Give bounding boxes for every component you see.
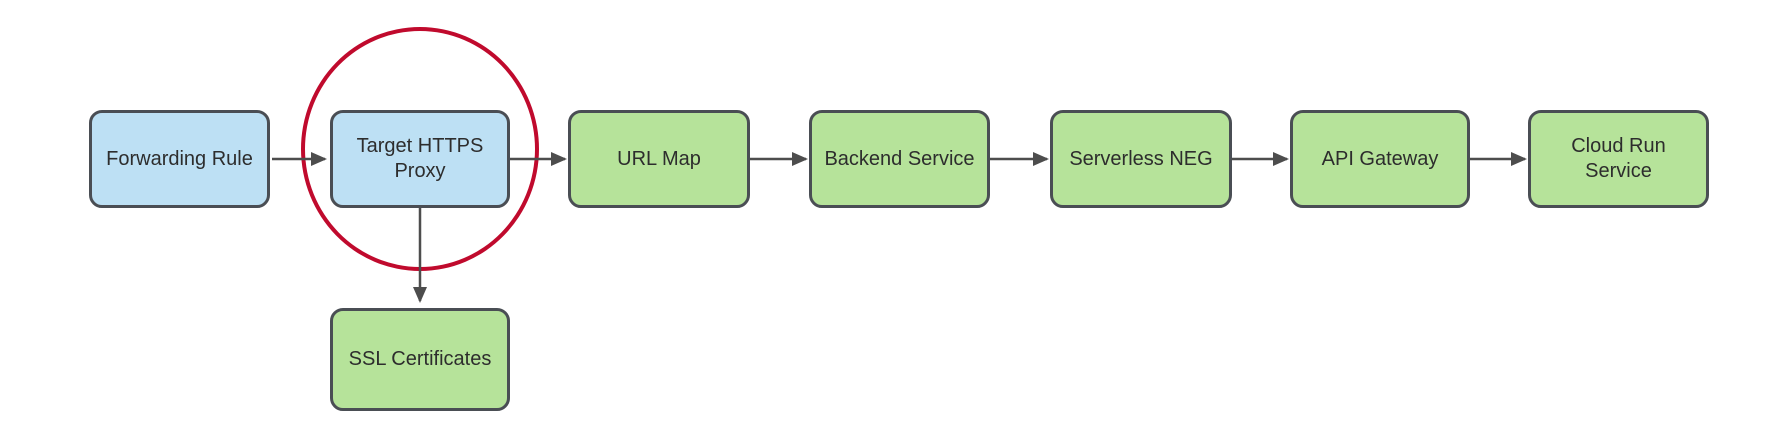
node-label: Backend Service: [824, 147, 975, 170]
node-cloud-run-service: Cloud Run Service: [1528, 110, 1709, 208]
node-forwarding-rule: Forwarding Rule: [89, 110, 270, 208]
node-label: API Gateway: [1321, 147, 1439, 170]
node-label: Cloud Run Service: [1571, 135, 1666, 182]
node-url-map: URL Map: [568, 110, 750, 208]
node-api-gateway: API Gateway: [1290, 110, 1470, 208]
node-label: URL Map: [617, 147, 701, 170]
node-label: Forwarding Rule: [106, 147, 253, 170]
node-label: Target HTTPS Proxy: [356, 135, 484, 182]
node-target-https-proxy: Target HTTPS Proxy: [330, 110, 510, 208]
node-backend-service: Backend Service: [809, 110, 990, 208]
node-label: Serverless NEG: [1069, 147, 1213, 170]
node-label: SSL Certificates: [348, 348, 492, 370]
node-serverless-neg: Serverless NEG: [1050, 110, 1232, 208]
node-ssl-certificates: SSL Certificates: [330, 308, 510, 411]
